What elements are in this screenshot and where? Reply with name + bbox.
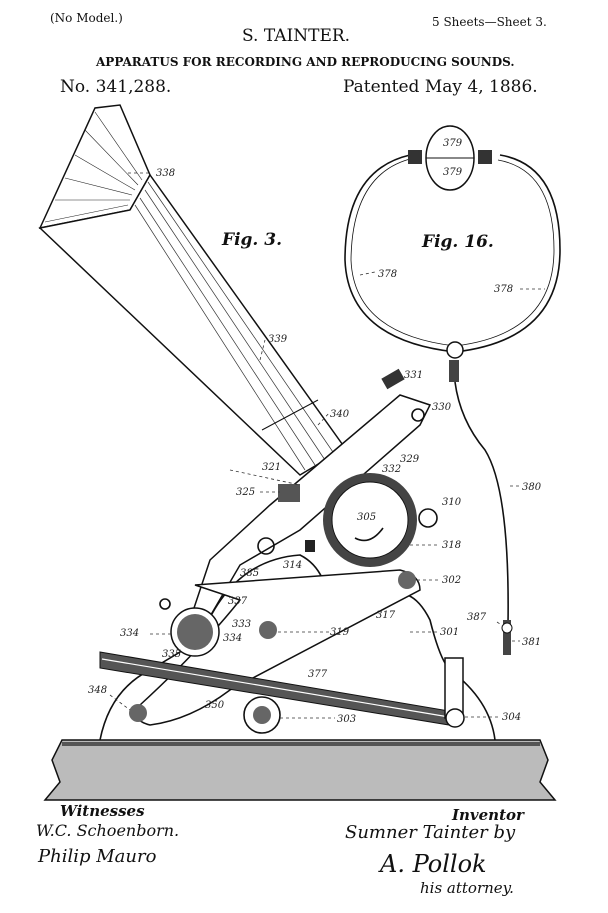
- figure-3-title: Fig. 3.: [221, 230, 282, 250]
- inventor-name: S. TAINTER.: [242, 26, 351, 46]
- ref-379-top: 379: [443, 138, 463, 149]
- ref-333: 333: [232, 619, 251, 630]
- ref-334: 334: [120, 628, 139, 639]
- ref-314: 314: [283, 560, 302, 571]
- patent-date: Patented May 4, 1886.: [343, 77, 538, 97]
- drum: [257, 473, 438, 567]
- ref-335: 335: [162, 649, 181, 660]
- reference-numerals: 338 339 340 331 330 329 321 332 325 305 …: [88, 138, 542, 725]
- ref-331: 331: [404, 370, 423, 381]
- ref-337: 337: [228, 596, 248, 607]
- ref-329: 329: [400, 454, 420, 465]
- ref-377: 377: [308, 669, 328, 680]
- ref-350: 350: [205, 700, 225, 711]
- ref-379-bottom: 379: [443, 167, 463, 178]
- ref-317: 317: [376, 610, 396, 621]
- ref-381: 381: [522, 637, 541, 648]
- arm: [189, 368, 432, 626]
- patent-title: APPARATUS FOR RECORDING AND REPRODUCING …: [96, 55, 515, 69]
- figure-16-title: Fig. 16.: [421, 232, 494, 252]
- ref-310: 310: [442, 497, 462, 508]
- attorney-signature: A. Pollok: [378, 850, 487, 878]
- ref-380: 380: [522, 482, 542, 493]
- ref-301: 301: [440, 627, 459, 638]
- attorney-note: his attorney.: [420, 879, 514, 897]
- model-note: (No Model.): [50, 11, 123, 25]
- ref-325: 325: [236, 487, 255, 498]
- rod: [99, 651, 465, 728]
- ref-338: 338: [156, 168, 175, 179]
- ref-321: 321: [262, 462, 281, 473]
- signatures: Witnesses W.C. Schoenborn. Philip Mauro …: [36, 802, 525, 897]
- ref-334-right: 334: [223, 633, 242, 644]
- ref-302: 302: [442, 575, 461, 586]
- inventor-label: Inventor: [451, 806, 525, 824]
- witness-1-signature: W.C. Schoenborn.: [36, 821, 179, 840]
- witness-2-signature: Philip Mauro: [37, 846, 157, 867]
- ref-339: 339: [268, 334, 288, 345]
- ref-319: 319: [330, 627, 350, 638]
- horn: [38, 104, 347, 476]
- inventor-signature: Sumner Tainter by: [345, 822, 516, 843]
- ref-305: 305: [357, 512, 376, 523]
- ref-340: 340: [330, 409, 350, 420]
- frame: [99, 554, 496, 741]
- headset: [344, 125, 561, 655]
- base: [43, 739, 557, 801]
- ref-332: 332: [382, 464, 401, 475]
- ref-385: 385: [240, 568, 259, 579]
- leader-lines: [109, 172, 545, 719]
- ref-318: 318: [442, 540, 461, 551]
- ref-378-right: 378: [494, 284, 513, 295]
- ref-303: 303: [337, 714, 356, 725]
- ref-387: 387: [467, 612, 487, 623]
- ref-348: 348: [88, 685, 107, 696]
- patent-number: No. 341,288.: [60, 77, 172, 97]
- witnesses-label: Witnesses: [60, 802, 145, 820]
- ref-330: 330: [432, 402, 452, 413]
- ref-378-left: 378: [378, 269, 397, 280]
- sheet-number: 5 Sheets—Sheet 3.: [432, 15, 547, 29]
- ref-304: 304: [502, 712, 521, 723]
